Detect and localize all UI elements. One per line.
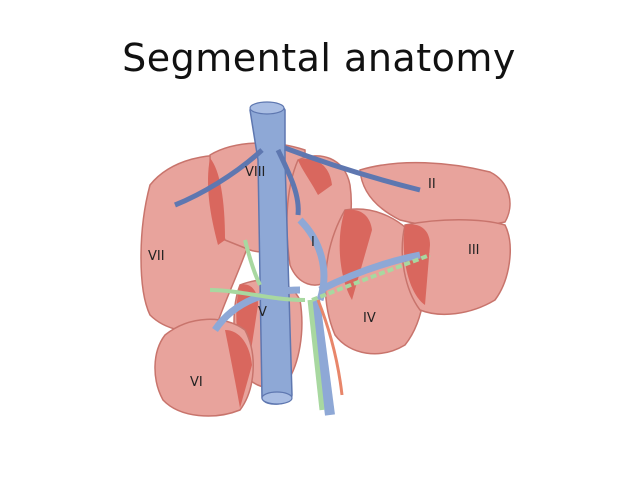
portal-vein-right bbox=[212, 286, 301, 333]
bile-duct-left bbox=[311, 253, 431, 302]
label-segment-vi: VI bbox=[190, 375, 203, 390]
bile-duct-main bbox=[307, 299, 325, 411]
portal-vein-main bbox=[310, 299, 335, 416]
segment-i-cut-face bbox=[298, 158, 332, 195]
label-segment-ii: II bbox=[428, 177, 436, 192]
segment-iii-cut-face bbox=[403, 224, 430, 305]
label-segment-vii: VII bbox=[148, 249, 165, 264]
hepatic-artery bbox=[316, 299, 344, 396]
middle-hepatic-vein bbox=[275, 148, 301, 216]
bile-duct-upper bbox=[243, 239, 262, 286]
segment-ii-lobe bbox=[359, 161, 511, 228]
left-hepatic-vein bbox=[284, 145, 421, 193]
label-segment-viii: VIII bbox=[245, 165, 265, 180]
ivc-bottom-opening bbox=[261, 391, 293, 405]
segment-vi-cut-face bbox=[225, 330, 252, 408]
portal-vein-left bbox=[318, 251, 421, 294]
label-segment-i: I bbox=[311, 235, 315, 250]
bile-duct-right bbox=[209, 288, 306, 302]
label-segment-iii: III bbox=[468, 243, 480, 258]
right-hepatic-vein bbox=[174, 148, 264, 208]
label-segment-v: V bbox=[258, 305, 267, 320]
segment-viii-cut-face bbox=[207, 158, 225, 245]
slide-title: Segmental anatomy bbox=[122, 36, 516, 80]
label-segment-iv: IV bbox=[363, 311, 376, 326]
ivc-top-opening bbox=[249, 101, 285, 115]
